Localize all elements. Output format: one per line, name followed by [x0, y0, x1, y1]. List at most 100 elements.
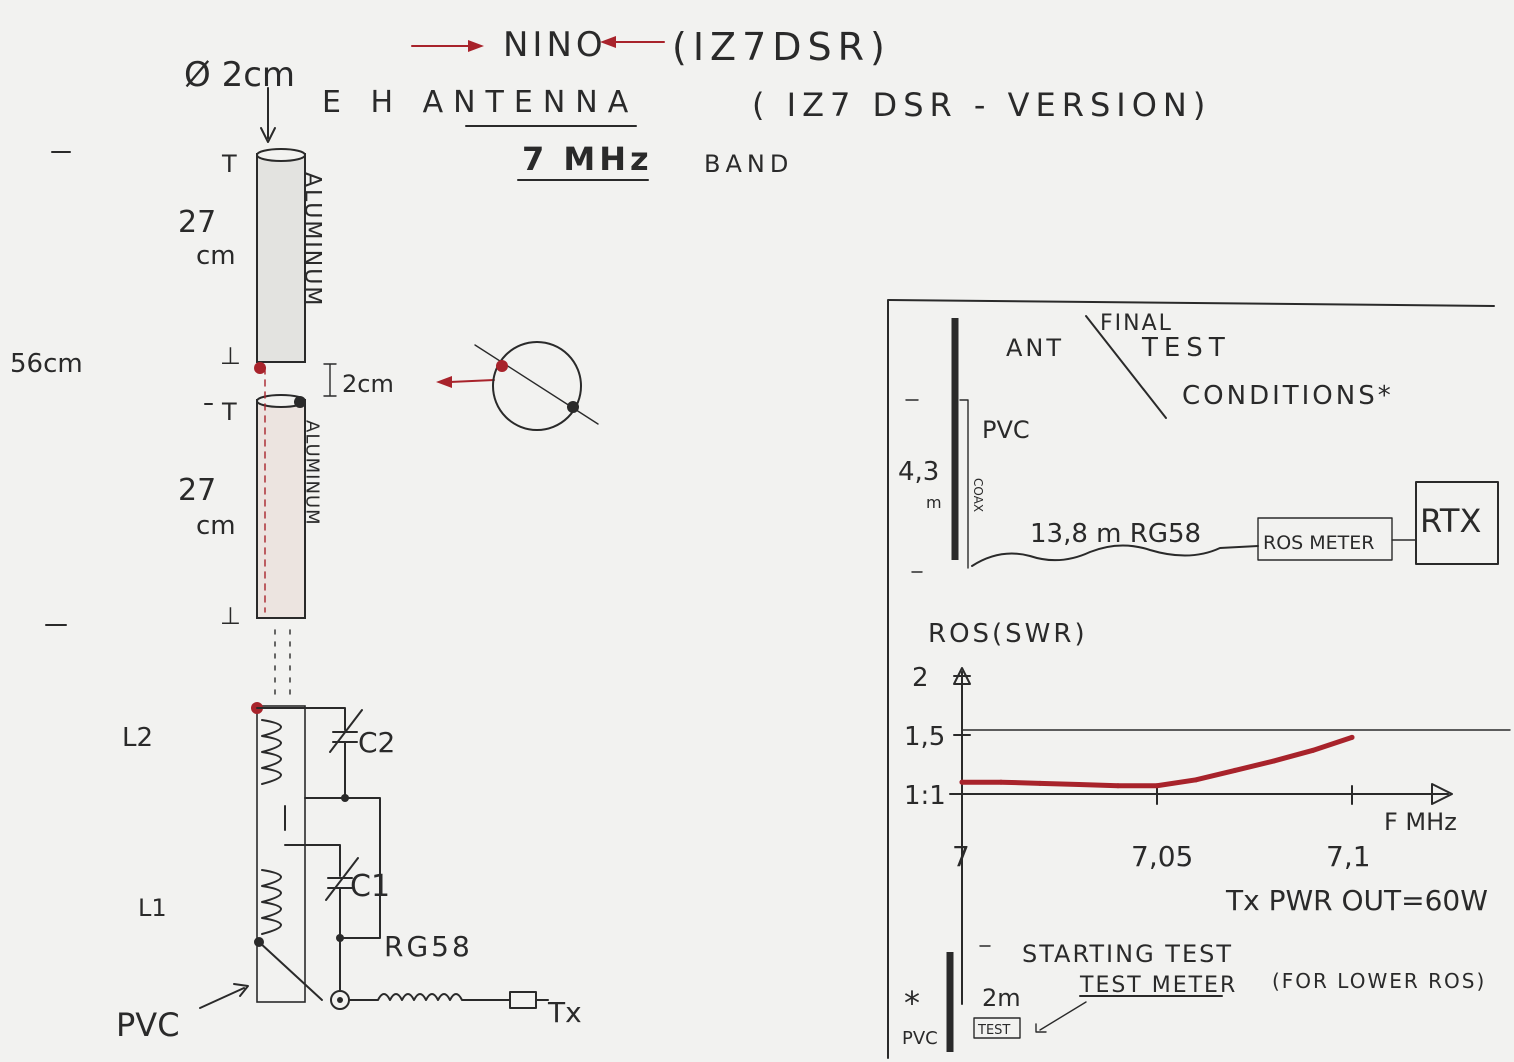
- matching-circuit: L2 C2 C1 L1 RG58 Tx PVC: [116, 702, 582, 1044]
- rtx-label: RTX: [1420, 502, 1481, 540]
- pvc-continuation: [274, 629, 291, 701]
- junction-c1: [336, 934, 344, 942]
- final-test-panel: ANT FINAL TEST CONDITIONS* PVC 4,3 m COA…: [887, 299, 1499, 1059]
- panel-border: [887, 299, 1495, 1059]
- ant-label: ANT: [1006, 334, 1064, 362]
- start-test-box-label: TEST: [977, 1023, 1010, 1038]
- lower-material-label: ALUMINUM: [302, 420, 323, 526]
- swr-data-point: [998, 779, 1004, 785]
- upper-material-label: ALUMINUM: [300, 172, 325, 307]
- starting-test-title: STARTING TEST: [1022, 940, 1233, 968]
- diameter-arrow: [260, 87, 276, 143]
- lower-aluminum-tube: [256, 399, 306, 619]
- c1-label: C1: [350, 869, 390, 904]
- lower-ros-note: (FOR LOWER ROS): [1272, 969, 1486, 993]
- start-height-label: 2m: [982, 984, 1021, 1012]
- swr-data-point: [1115, 783, 1121, 789]
- gap-dimension: [323, 363, 337, 397]
- circuit-wire-right: [304, 797, 381, 939]
- swr-data-point: [1310, 747, 1316, 753]
- title-eh-antenna: E H ANTENNA: [322, 85, 638, 120]
- test-label: TEST: [1141, 333, 1231, 363]
- mark-t2: T: [221, 398, 237, 426]
- swr-data-point: [1271, 758, 1277, 764]
- mark-l2: ⊥: [220, 602, 241, 630]
- detail-red-dot: [496, 360, 508, 372]
- ros-meter-box: [1257, 517, 1393, 561]
- swr-series-points: [959, 734, 1355, 789]
- test-mast: [959, 399, 969, 569]
- coil-l1: [261, 869, 282, 935]
- upper-tube-top-ellipse: [256, 148, 306, 162]
- final-pvc-label: PVC: [982, 416, 1030, 444]
- start-meter-arrow: [1035, 1001, 1087, 1033]
- tx-connector: [509, 991, 537, 1009]
- left-ticks: [45, 151, 213, 626]
- height-number: 4,3: [898, 457, 939, 487]
- diameter-label: Ø 2cm: [184, 55, 295, 95]
- lower-length-number: 27: [178, 473, 216, 508]
- detail-arrow: [449, 379, 495, 383]
- power-out-label: Tx PWR OUT=60W: [1225, 884, 1488, 917]
- l2-label: L2: [122, 723, 153, 753]
- test-meter-label: TEST METER: [1079, 973, 1237, 998]
- pvc-label: PVC: [116, 1006, 180, 1044]
- header: NINO (IZ7DSR) E H ANTENNA ( IZ7 DSR - VE…: [322, 25, 1211, 181]
- rtx-box: [1415, 481, 1499, 565]
- height-unit: m: [926, 493, 942, 512]
- start-star: *: [904, 984, 920, 1022]
- capacitor-c1: [284, 805, 359, 991]
- c2-label: C2: [358, 726, 395, 759]
- coax-label: COAX: [971, 478, 985, 512]
- y-tick-label: 2: [912, 663, 929, 693]
- ros-meter-label: ROS METER: [1263, 532, 1374, 554]
- starting-test: STARTING TEST TEST METER (FOR LOWER ROS)…: [902, 940, 1486, 1052]
- upper-tube-junction: [254, 362, 266, 374]
- swr-data-point: [1349, 734, 1355, 740]
- start-pvc-label: PVC: [902, 1028, 938, 1049]
- version-label: ( IZ7 DSR - VERSION): [752, 86, 1211, 124]
- junction-c2: [341, 794, 349, 802]
- tx-label: Tx: [547, 996, 582, 1029]
- detail-circle: [492, 341, 582, 431]
- chart-title: ROS(SWR): [928, 619, 1088, 649]
- cable-label: RG58: [384, 930, 473, 963]
- mark-t1: T: [221, 150, 237, 178]
- lower-tube-junction: [294, 396, 306, 408]
- swr-data-point: [1193, 777, 1199, 783]
- coax-cable: [349, 993, 511, 1001]
- detail-black-dot: [567, 401, 579, 413]
- l1-label: L1: [138, 894, 167, 922]
- x-tick-label: 7: [952, 840, 970, 873]
- coax-connector-center: [337, 997, 343, 1003]
- detail-arrowhead: [436, 376, 452, 388]
- ground-wire: [258, 941, 323, 1001]
- pvc-arrow: [199, 983, 249, 1009]
- total-length-label: 56cm: [10, 349, 83, 379]
- x-axis-arrowhead: [1431, 783, 1453, 805]
- x-tick-label: 7,1: [1326, 840, 1371, 873]
- swr-data-point: [1076, 782, 1082, 788]
- final-cable-label: 13,8 m RG58: [1030, 519, 1201, 549]
- title-divider-slash: [1085, 315, 1167, 419]
- y-tick-label: 1,5: [904, 722, 945, 752]
- pvc-tube: [256, 705, 306, 1003]
- lower-length-unit: cm: [196, 511, 236, 541]
- red-arrowhead-right: [600, 36, 616, 48]
- swr-data-point: [1232, 767, 1238, 773]
- swr-data-point: [959, 779, 965, 785]
- final-label: FINAL: [1100, 311, 1173, 336]
- conditions-label: CONDITIONS*: [1182, 381, 1394, 411]
- start-test-box: [973, 1017, 1021, 1039]
- author-name: NINO: [503, 25, 607, 65]
- upper-length-number: 27: [178, 205, 216, 240]
- antenna-drawing: Ø 2cm 56cm T 27 cm ⊥ ALUMINUM 2cm T 27 c…: [10, 55, 599, 701]
- capacitor-c2: [256, 707, 363, 799]
- mark-l1: ⊥: [220, 342, 241, 370]
- height-ticks: [905, 399, 923, 573]
- coil-l2: [261, 719, 282, 785]
- swr-data-point: [1037, 780, 1043, 786]
